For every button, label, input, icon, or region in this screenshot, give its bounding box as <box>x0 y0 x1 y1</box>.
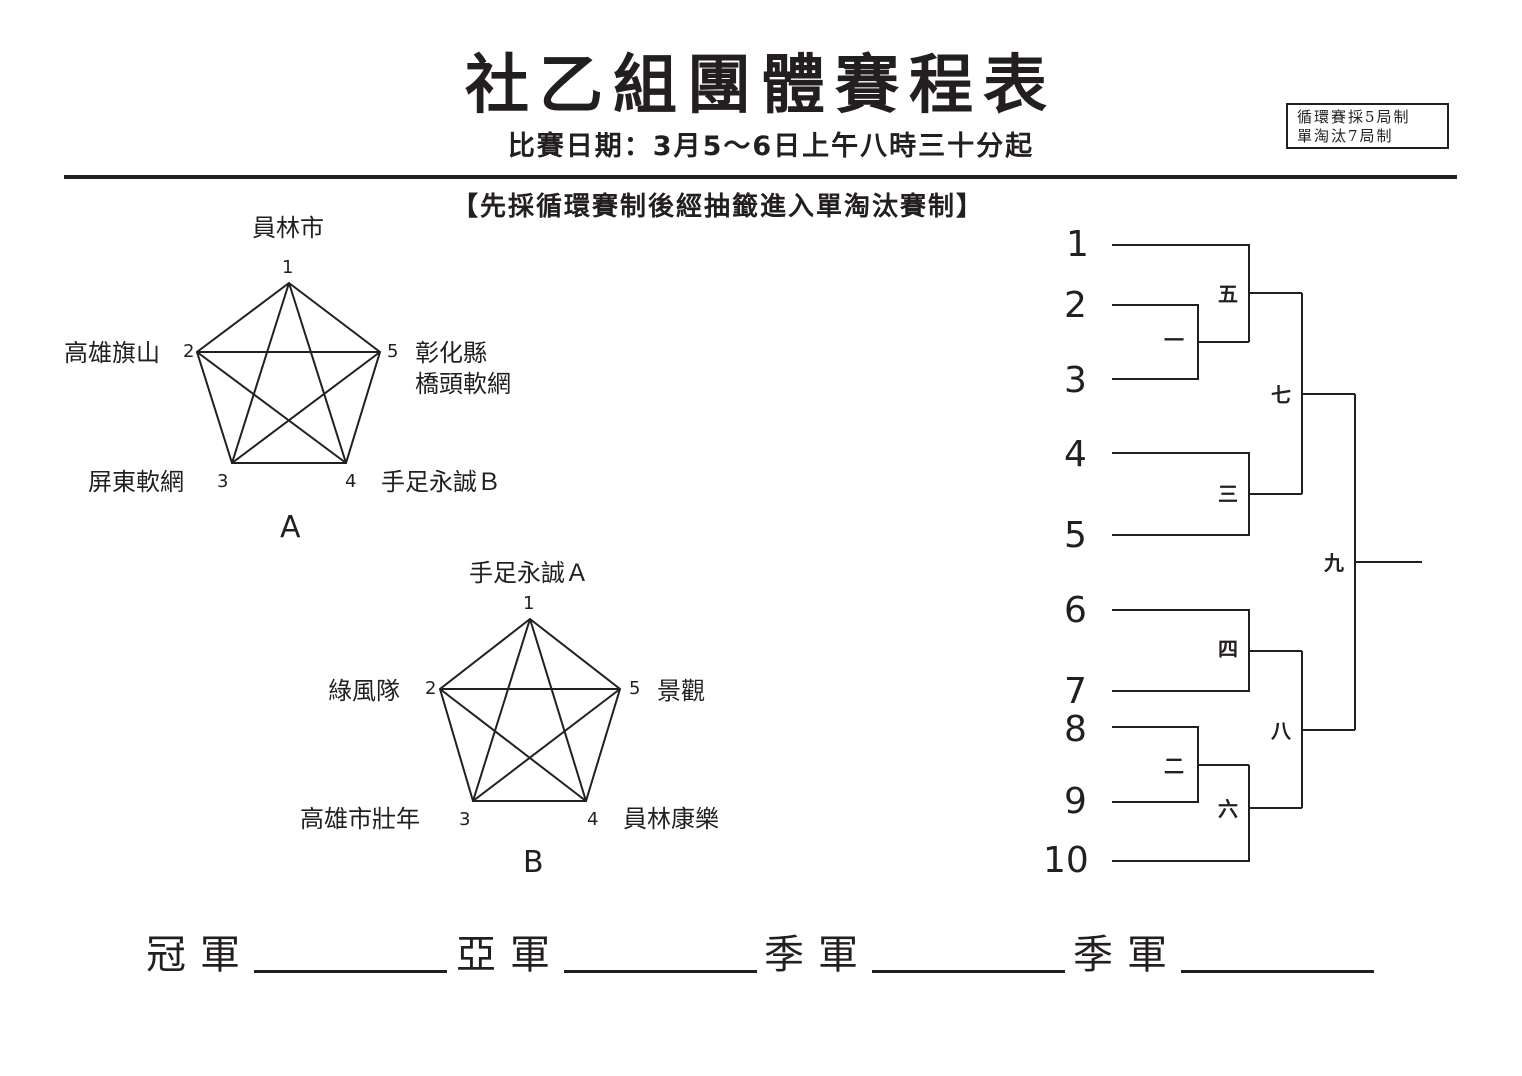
third-place-label-2: 季軍 <box>1073 932 1181 978</box>
bracket-slot-7: 7 <box>1064 671 1087 712</box>
group-a-seed-3: 3 <box>217 471 229 492</box>
group-b-line-1-4 <box>529 618 587 802</box>
group-b-seed-5: 5 <box>629 678 641 699</box>
round-robin-rule: 循環賽採5局制 <box>1297 108 1411 126</box>
group-b-seed-1: 1 <box>523 593 535 614</box>
group-a-seed-5: 5 <box>387 341 399 362</box>
group-a-line-2-4 <box>196 351 347 464</box>
group-a-seed-4: 4 <box>345 471 357 492</box>
match-label-2: 二 <box>1164 754 1184 778</box>
group-a-line-5-3 <box>231 351 381 464</box>
bracket-slot-5: 5 <box>1064 515 1087 556</box>
bracket-slot-10: 10 <box>1043 840 1089 881</box>
group-a-seed-2: 2 <box>183 341 195 362</box>
group-a-seed-1: 1 <box>282 257 294 278</box>
group-a-team-1: 員林市 <box>252 214 324 242</box>
bracket-slot-9: 9 <box>1064 781 1087 822</box>
group-a-line-1-4 <box>288 282 347 464</box>
match-label-8: 八 <box>1271 719 1291 743</box>
group-b-team-3: 高雄市壯年 <box>300 805 420 833</box>
group-a-line-1-3 <box>231 282 290 464</box>
group-a-team-5-line-2: 橋頭軟網 <box>415 370 511 398</box>
bracket-slot-2: 2 <box>1064 285 1087 326</box>
group-b-team-5: 景觀 <box>657 677 705 705</box>
bracket-match-6 <box>1112 765 1250 862</box>
match-label-7: 七 <box>1271 383 1291 407</box>
group-b-line-2-4 <box>439 688 587 802</box>
runner-up-blank[interactable] <box>564 970 757 973</box>
champion-blank[interactable] <box>254 970 447 973</box>
group-b-label: B <box>523 845 544 880</box>
third-place-blank-1[interactable] <box>872 970 1065 973</box>
runner-up-label: 亞軍 <box>456 932 564 978</box>
group-b-team-2: 綠風隊 <box>328 677 400 705</box>
group-a-team-2: 高雄旗山 <box>64 339 160 367</box>
group-b-line-1-3 <box>472 618 531 802</box>
bracket-match-2 <box>1112 726 1199 803</box>
bracket-slot-6: 6 <box>1064 590 1087 631</box>
bracket-slot-4: 4 <box>1064 434 1087 475</box>
third-place-blank-2[interactable] <box>1181 970 1374 973</box>
match-label-3: 三 <box>1218 482 1238 506</box>
match-label-4: 四 <box>1218 637 1238 661</box>
group-a-label: A <box>280 510 301 545</box>
group-b-seed-4: 4 <box>587 809 599 830</box>
group-b-seed-3: 3 <box>459 809 471 830</box>
group-a-team-5: 彰化縣 <box>415 339 487 367</box>
page-title: 社乙組團體賽程表 <box>465 49 1057 123</box>
group-a-team-3: 屏東軟網 <box>88 468 184 496</box>
match-label-1: 一 <box>1164 328 1184 352</box>
group-b-pentagon <box>438 617 622 802</box>
champion-label: 冠軍 <box>146 932 254 978</box>
match-date: 比賽日期：3月5～6日上午八時三十分起 <box>507 131 1035 162</box>
group-b-line-5-3 <box>472 688 621 802</box>
rules-box: 循環賽採5局制 單淘汰7局制 <box>1286 103 1449 149</box>
third-place-label-1: 季軍 <box>764 932 872 978</box>
format-note: 【先採循環賽制後經抽籤進入單淘汰賽制】 <box>452 192 985 222</box>
match-label-5: 五 <box>1218 282 1238 306</box>
bracket-slot-1: 1 <box>1066 224 1089 265</box>
match-label-6: 六 <box>1218 797 1238 821</box>
group-b-seed-2: 2 <box>425 678 437 699</box>
bracket-match-5 <box>1112 244 1250 342</box>
bracket-slot-3: 3 <box>1064 360 1087 401</box>
match-label-9: 九 <box>1324 551 1344 575</box>
bracket-slot-8: 8 <box>1064 709 1087 750</box>
bracket-match-1 <box>1112 304 1199 380</box>
group-b-team-4: 員林康樂 <box>623 805 719 833</box>
group-b-team-1: 手足永誠Ａ <box>469 559 589 587</box>
group-a-pentagon <box>195 281 382 464</box>
header-divider <box>64 175 1457 179</box>
group-a-team-4: 手足永誠Ｂ <box>381 468 501 496</box>
knockout-rule: 單淘汰7局制 <box>1297 127 1394 145</box>
